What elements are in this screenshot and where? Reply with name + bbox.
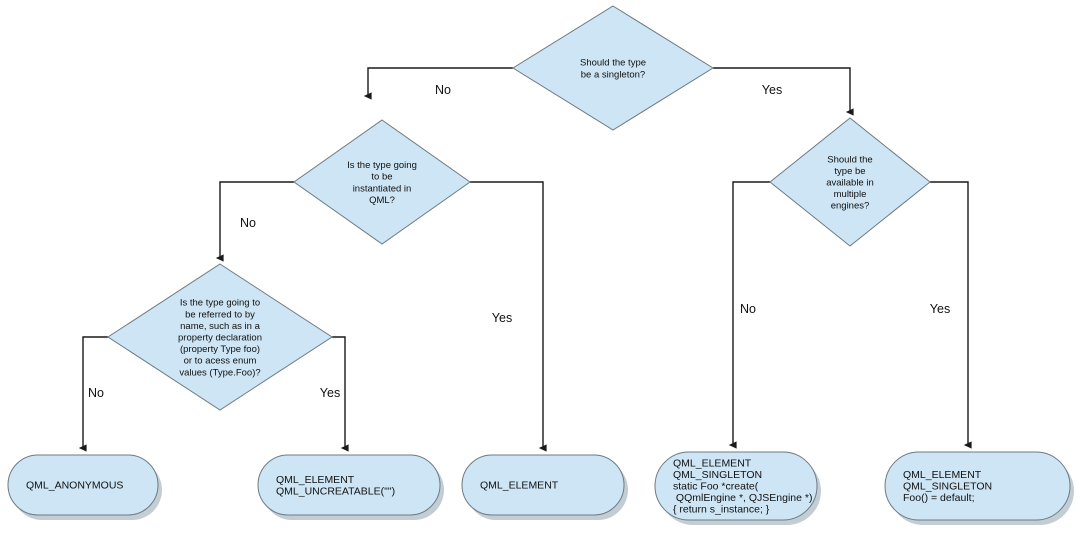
edge-referred-no xyxy=(78,336,108,452)
edge-label-yes: Yes xyxy=(320,386,340,400)
edge-label-no: No xyxy=(435,83,451,97)
terminal-shape xyxy=(257,454,441,516)
edge-instantiated-no xyxy=(215,181,294,262)
edge-referred-yes xyxy=(332,336,349,452)
edge-label-yes: Yes xyxy=(492,311,512,325)
terminal-label: QML_ANONYMOUS xyxy=(26,480,123,492)
decision-shape xyxy=(293,119,471,245)
terminal-qml-element[interactable]: QML_ELEMENT xyxy=(461,454,628,520)
edge-instantiated-yes xyxy=(470,181,547,452)
decision-shape xyxy=(107,263,333,411)
edge-label-no: No xyxy=(88,386,104,400)
edge-label-yes: Yes xyxy=(762,83,782,97)
edge-engines-yes xyxy=(930,181,972,449)
terminal-shape xyxy=(7,454,159,516)
terminal-qml-anonymous[interactable]: QML_ANONYMOUS xyxy=(7,454,162,520)
edge-engines-no xyxy=(728,181,770,449)
terminal-shape xyxy=(654,451,818,521)
edge-label-yes: Yes xyxy=(930,302,950,316)
terminal-shape xyxy=(461,454,625,516)
edge-label-no: No xyxy=(740,302,756,316)
terminal-shape xyxy=(884,451,1071,521)
edge-singleton-yes xyxy=(713,67,854,116)
terminal-label: QML_ELEMENT xyxy=(480,480,559,492)
edge-label-no: No xyxy=(240,216,256,230)
decision-shape xyxy=(769,117,931,247)
edge-singleton-no xyxy=(363,67,513,100)
edges-layer xyxy=(78,67,972,452)
decision-shape xyxy=(512,5,714,131)
